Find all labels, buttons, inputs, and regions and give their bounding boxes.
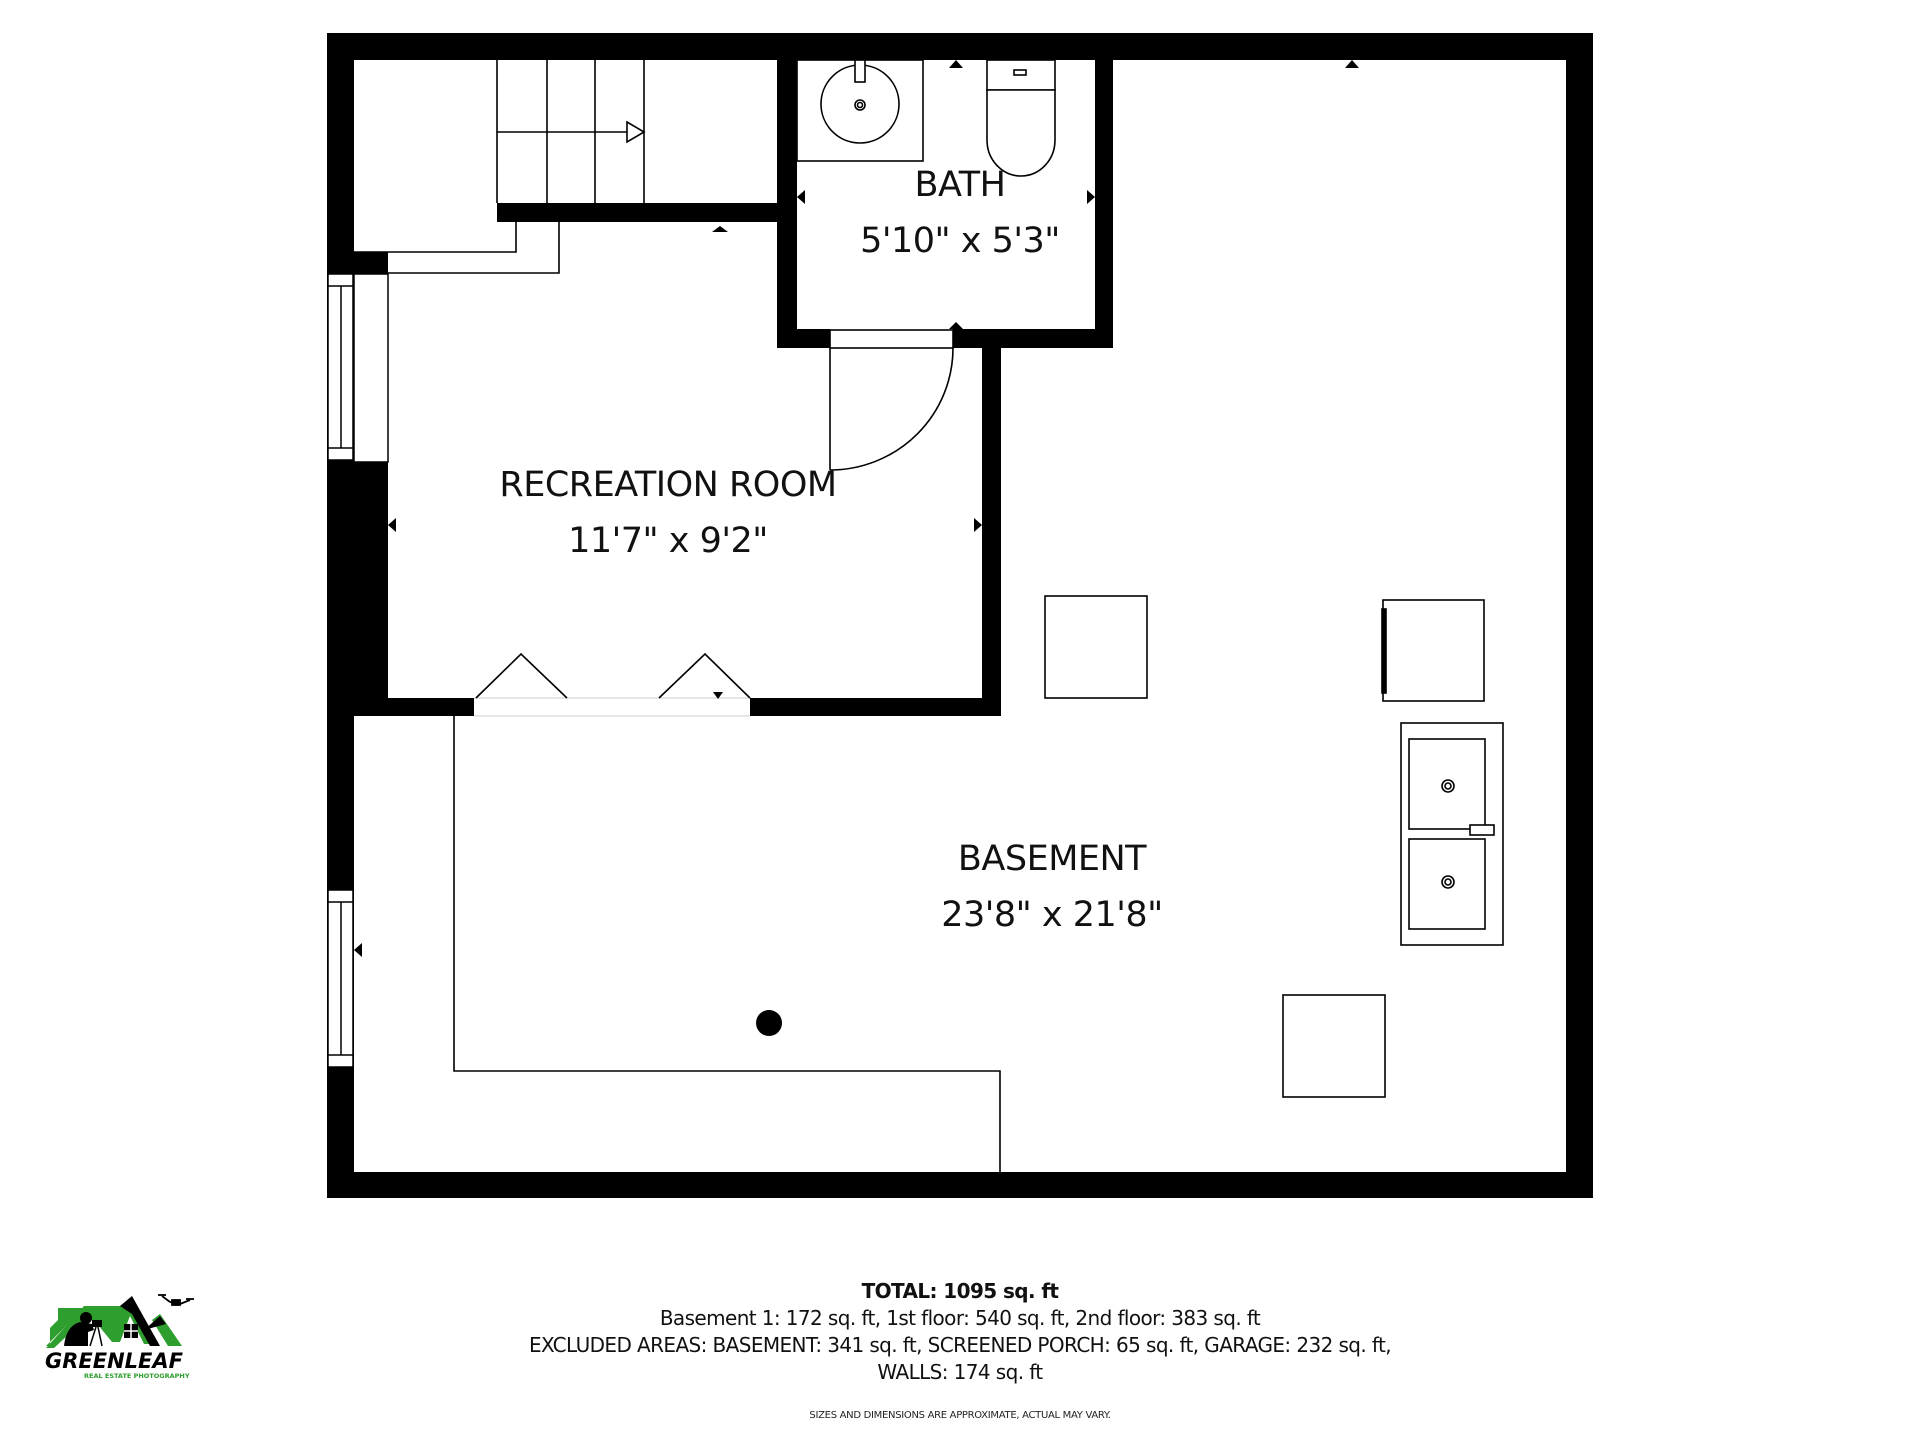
room-dimensions-bath: 5'10" x 5'3" xyxy=(860,221,1060,261)
appliance-box-2 xyxy=(1282,994,1386,1098)
floor-plan: BATH 5'10" x 5'3" RECREATION ROOM 11'7" … xyxy=(327,33,1593,1198)
logo-name: GREENLEAF xyxy=(45,1349,184,1373)
outer-walls xyxy=(327,33,1593,1198)
bath-walls xyxy=(777,33,1113,348)
walls-area: WALLS: 174 sq. ft xyxy=(877,1360,1043,1384)
storage-outline xyxy=(453,716,1001,1172)
excluded-areas: EXCLUDED AREAS: BASEMENT: 341 sq. ft, SC… xyxy=(529,1333,1392,1357)
logo-subtitle: REAL ESTATE PHOTOGRAPHY xyxy=(84,1372,190,1380)
floor-areas: Basement 1: 172 sq. ft, 1st floor: 540 s… xyxy=(659,1306,1261,1330)
dimension-arrow xyxy=(712,226,728,232)
basement-fixtures xyxy=(1044,595,1504,1098)
room-name-bath: BATH xyxy=(915,165,1006,205)
window-lower xyxy=(327,889,354,1068)
bath-sink xyxy=(796,59,924,162)
room-name-recreation: RECREATION ROOM xyxy=(499,465,836,505)
disclaimer: SIZES AND DIMENSIONS ARE APPROXIMATE, AC… xyxy=(809,1410,1111,1421)
window-upper xyxy=(327,273,389,463)
support-post xyxy=(756,1010,782,1036)
greenleaf-logo: GREENLEAF REAL ESTATE PHOTOGRAPHY xyxy=(45,1294,194,1380)
bifold-door xyxy=(474,652,751,717)
dimension-markers xyxy=(354,60,1581,1180)
appliance-box-1 xyxy=(1044,595,1148,699)
bath-door xyxy=(829,329,954,471)
refrigerator xyxy=(1382,599,1485,702)
room-dimensions-recreation: 11'7" x 9'2" xyxy=(568,521,768,561)
total-area: TOTAL: 1095 sq. ft xyxy=(861,1279,1059,1303)
rec-room-walls xyxy=(354,348,1001,716)
bath-toilet xyxy=(986,59,1056,177)
area-summary: TOTAL: 1095 sq. ft Basement 1: 172 sq. f… xyxy=(0,1278,1920,1386)
drone-icon xyxy=(158,1294,194,1306)
stairs xyxy=(354,60,777,274)
room-name-basement: BASEMENT xyxy=(958,839,1147,879)
room-dimensions-basement: 23'8" x 21'8" xyxy=(941,895,1163,935)
photographer-silhouette-icon xyxy=(64,1312,103,1347)
